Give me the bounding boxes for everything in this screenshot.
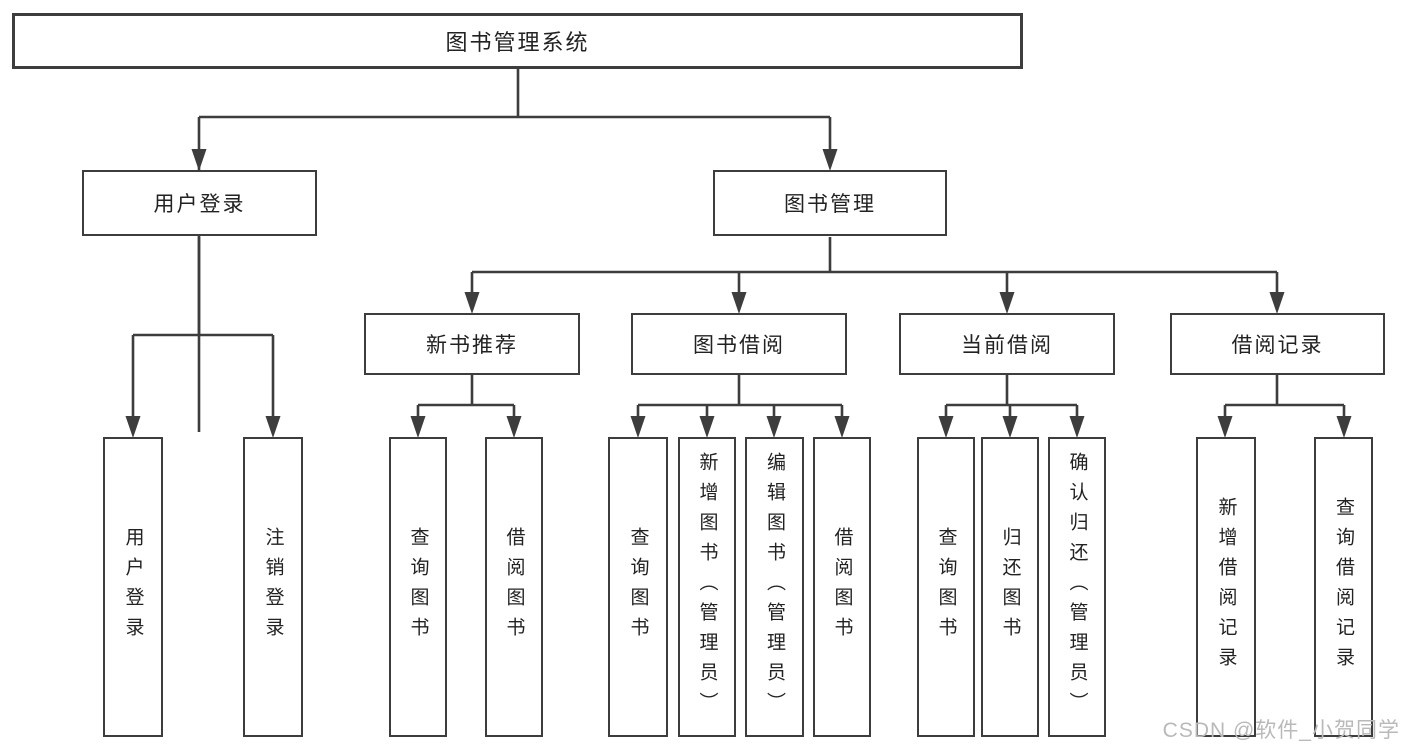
leaf-label: 注销登录 [262,527,284,647]
arrow-down-icon [731,292,747,314]
leaf-borrow-books-borrow: 借阅图书 [813,437,871,737]
connector-line-group [131,69,1346,432]
leaf-add-borrow-record: 新增借阅记录 [1196,437,1256,737]
arrow-down-icon [630,416,646,438]
arrow-down-icon [822,149,838,171]
leaf-return-books: 归还图书 [981,437,1039,737]
connector-root [197,69,832,432]
leaf-label: 借阅图书 [831,527,853,647]
node-current-borrowing-label: 当前借阅 [961,334,1053,357]
arrow-down-icon [766,416,782,438]
leaf-query-books-borrow: 查询图书 [608,437,668,737]
leaf-label: 查询图书 [627,527,649,647]
connector-new-book-branch [416,375,516,432]
arrow-down-icon [506,416,522,438]
node-new-book-recommend: 新书推荐 [364,313,580,375]
leaf-label: 新增借阅记录 [1215,497,1237,677]
leaf-label: 用户登录 [122,527,144,647]
node-book-management: 图书管理 [713,170,947,236]
node-root-label: 图书管理系统 [445,30,590,55]
arrow-down-icon [1217,416,1233,438]
leaf-label: 确认归还（管理员） [1066,452,1088,722]
leaf-query-books-recommend: 查询图书 [389,437,447,737]
leaf-label: 归还图书 [999,527,1021,647]
connector-borrow-records-branch [1223,375,1346,432]
node-book-borrowing-label: 图书借阅 [693,334,785,357]
arrow-down-icon [834,416,850,438]
leaf-label: 查询图书 [407,527,429,647]
arrow-down-icon [125,416,141,438]
connector-book-management-branch [470,237,1279,308]
arrow-down-icon [1002,416,1018,438]
connector-book-borrowing-branch [636,375,844,432]
arrow-down-icon [699,416,715,438]
leaf-query-borrow-record: 查询借阅记录 [1314,437,1373,737]
arrow-down-icon [191,149,207,171]
node-root: 图书管理系统 [12,13,1023,69]
node-current-borrowing: 当前借阅 [899,313,1115,375]
leaf-label: 借阅图书 [503,527,525,647]
arrow-down-icon [1269,292,1285,314]
node-user-login: 用户登录 [82,170,317,236]
arrow-down-icon [464,292,480,314]
node-book-management-label: 图书管理 [784,193,876,216]
arrow-down-icon [999,292,1015,314]
arrow-down-icon [1069,416,1085,438]
arrow-down-icon [938,416,954,438]
leaf-add-book-admin: 新增图书（管理员） [678,437,736,737]
leaf-confirm-return-admin: 确认归还（管理员） [1048,437,1106,737]
leaf-query-books-current: 查询图书 [917,437,975,737]
leaf-logout: 注销登录 [243,437,303,737]
leaf-label: 查询借阅记录 [1333,497,1354,677]
node-borrow-records-label: 借阅记录 [1231,334,1324,357]
watermark: CSDN @软件_小贺同学 [1162,719,1400,742]
node-user-login-label: 用户登录 [153,193,246,216]
leaf-label: 查询图书 [935,527,957,647]
leaf-borrow-books-recommend: 借阅图书 [485,437,543,737]
arrow-down-icon [265,416,281,438]
arrow-down-icon [410,416,426,438]
leaf-edit-book-admin: 编辑图书（管理员） [745,437,804,737]
arrowhead-group [125,149,1352,438]
connector-user-login-branch [131,237,275,432]
arrow-down-icon [1336,416,1352,438]
node-borrow-records: 借阅记录 [1170,313,1385,375]
node-book-borrowing: 图书借阅 [631,313,847,375]
node-new-book-recommend-label: 新书推荐 [426,334,518,357]
leaf-label: 编辑图书（管理员） [764,452,785,722]
leaf-label: 新增图书（管理员） [696,452,718,722]
leaf-user-login: 用户登录 [103,437,163,737]
